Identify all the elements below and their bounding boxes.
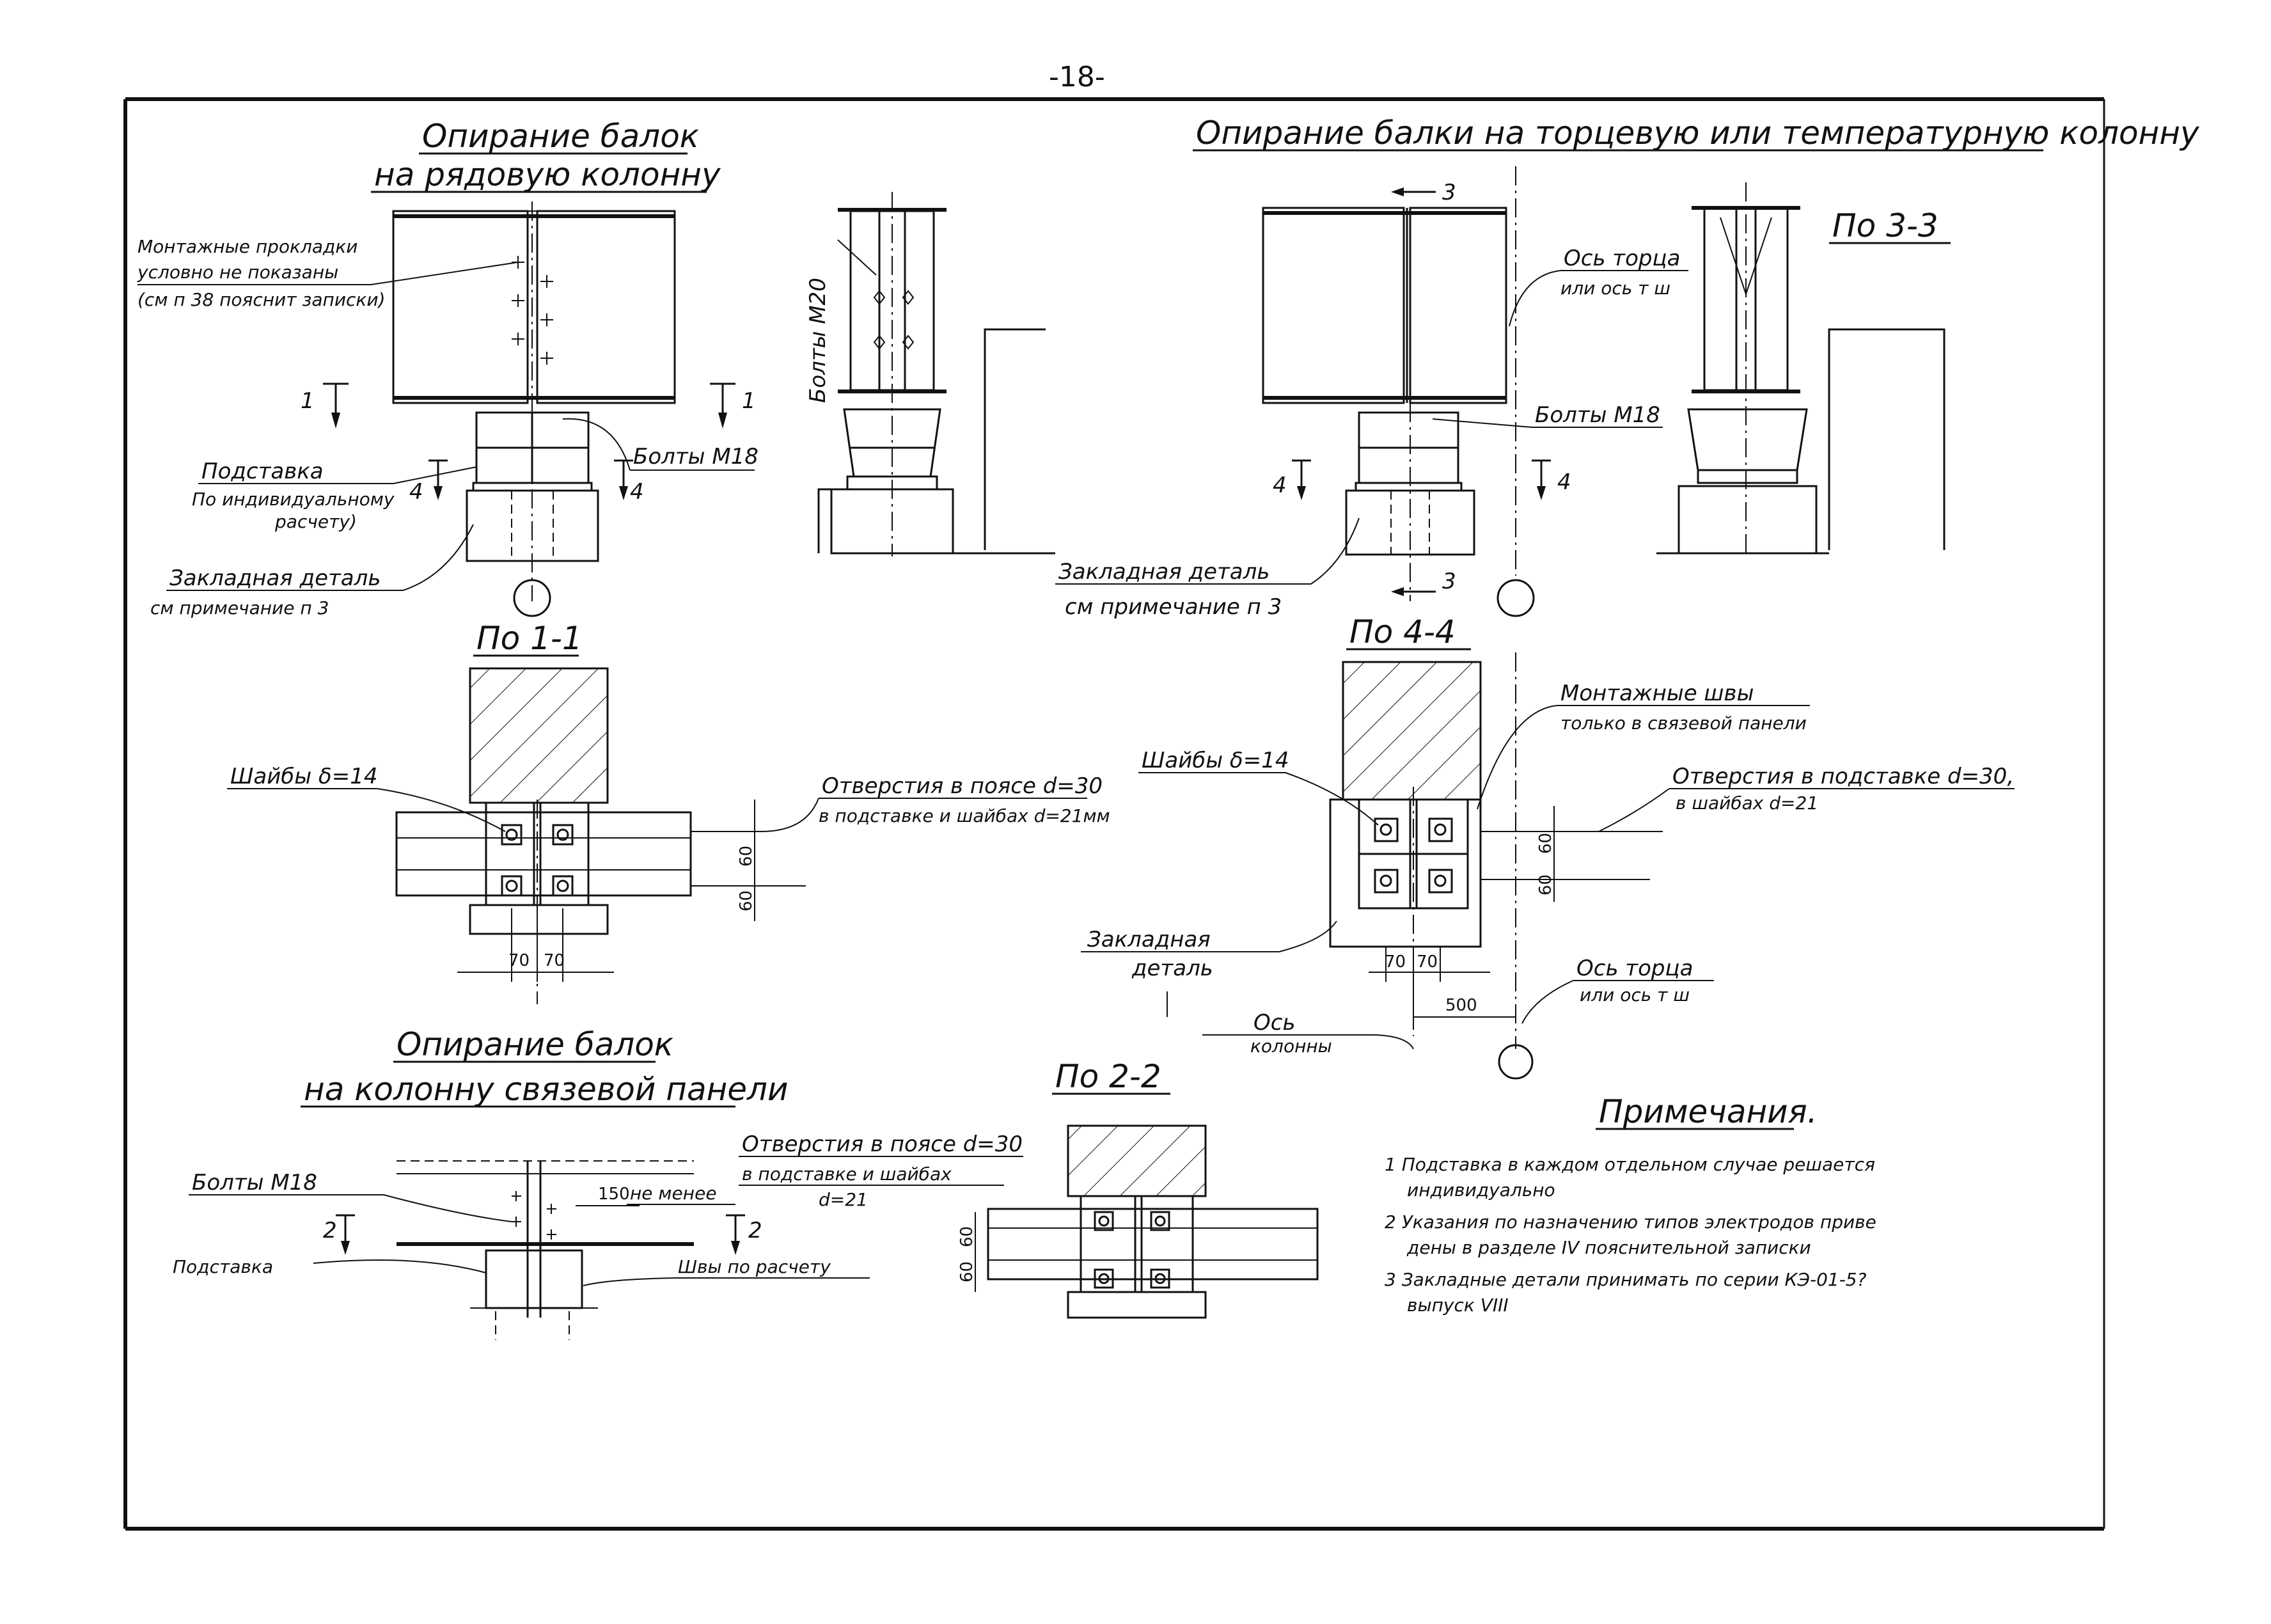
svg-text:4: 4	[409, 479, 423, 505]
section-1-1: По 1-1 70 70 60 60 Шайбы δ=14 Отверстия …	[227, 620, 1110, 1004]
svg-text:По 3-3: По 3-3	[1832, 207, 1938, 244]
svg-text:По индивидуальному: По индивидуальному	[192, 489, 395, 510]
svg-text:3 Закладные детали принимать п: 3 Закладные детали принимать по серии КЭ…	[1385, 1269, 1867, 1290]
svg-text:на рядовую колонну: на рядовую колонну	[374, 156, 721, 193]
svg-text:на колонну связевой панели: на колонну связевой панели	[304, 1071, 789, 1108]
svg-text:Отверстия в подставке d=30,: Отверстия в подставке d=30,	[1672, 764, 2014, 789]
section-4-4: По 4-4 70 70 500 60 60 Монтажные швы то	[1081, 613, 2015, 1080]
svg-text:3: 3	[1442, 180, 1456, 205]
svg-text:Монтажные швы: Монтажные швы	[1560, 681, 1754, 706]
svg-text:индивидуально: индивидуально	[1407, 1179, 1555, 1201]
svg-text:(см п 38 пояснит записки): (см п 38 пояснит записки)	[138, 289, 385, 310]
svg-text:2: 2	[748, 1218, 762, 1243]
svg-text:Болты М18: Болты М18	[1535, 402, 1660, 428]
svg-text:По 2-2: По 2-2	[1055, 1058, 1161, 1095]
svg-text:не менее: не менее	[630, 1183, 717, 1204]
svg-text:4: 4	[1557, 469, 1571, 495]
page-number: -18-	[1049, 61, 1105, 93]
svg-text:см примечание п 3: см примечание п 3	[1065, 594, 1282, 620]
svg-text:2 Указания по назначению типов: 2 Указания по назначению типов электродо…	[1385, 1211, 1876, 1233]
svg-text:4: 4	[630, 479, 644, 505]
svg-text:Подставка: Подставка	[173, 1256, 273, 1277]
svg-text:Отверстия в поясе d=30: Отверстия в поясе d=30	[822, 773, 1103, 799]
svg-text:По 4-4: По 4-4	[1349, 613, 1456, 650]
svg-text:Ось торца: Ось торца	[1564, 246, 1680, 271]
svg-text:2: 2	[323, 1218, 337, 1243]
svg-text:выпуск VIII: выпуск VIII	[1407, 1295, 1509, 1316]
row-column-side-view: Болты М20	[805, 192, 1055, 556]
heading-end-support: Опирание балки на торцевую или температу…	[1193, 114, 2200, 152]
svg-text:1 Подставка в каждом отдельном: 1 Подставка в каждом отдельном случае ре…	[1385, 1154, 1875, 1175]
svg-text:Примечания.: Примечания.	[1599, 1093, 1818, 1130]
svg-text:Подставка: Подставка	[201, 459, 324, 484]
heading-row-support: Опирание балок на рядовую колонну	[371, 118, 721, 193]
section-2-2: По 2-2 60 60	[957, 1058, 1319, 1319]
svg-text:70: 70	[1385, 952, 1406, 972]
svg-text:60: 60	[1536, 874, 1555, 895]
svg-text:Болты М20: Болты М20	[805, 278, 831, 403]
svg-text:колонны: колонны	[1250, 1036, 1332, 1057]
svg-text:условно не показаны: условно не показаны	[137, 262, 338, 283]
svg-text:150: 150	[598, 1185, 630, 1204]
svg-text:70: 70	[1417, 952, 1438, 972]
svg-text:в подставке и шайбах d=21мм: в подставке и шайбах d=21мм	[819, 805, 1110, 826]
svg-text:или ось т ш: или ось т ш	[1560, 278, 1670, 299]
svg-text:60: 60	[957, 1261, 977, 1282]
sheet-frame	[123, 97, 2105, 1531]
brace-panel-labels: Отверстия в поясе d=30 в подставке и шай…	[173, 1131, 1023, 1286]
notes-block: Примечания. 1 Подставка в каждом отдельн…	[1385, 1093, 1876, 1316]
row-column-labels: Монтажные прокладки условно не показаны …	[137, 236, 758, 619]
section-3-3: По 3-3	[1656, 182, 1951, 556]
svg-text:Швы по расчету: Швы по расчету	[678, 1256, 831, 1277]
svg-text:Болты М18: Болты М18	[633, 444, 758, 469]
svg-text:70: 70	[544, 951, 565, 970]
svg-text:Закладная: Закладная	[1087, 927, 1211, 952]
svg-text:60: 60	[1536, 833, 1555, 854]
svg-text:Ось торца: Ось торца	[1576, 956, 1693, 981]
svg-text:70: 70	[508, 951, 530, 970]
heading-brace-support: Опирание балок на колонну связевой панел…	[301, 1026, 789, 1108]
svg-text:60: 60	[957, 1226, 977, 1247]
svg-text:60: 60	[737, 846, 756, 867]
svg-text:4: 4	[1273, 473, 1287, 498]
end-column-elevation: 3 3 4 4	[1262, 166, 1571, 617]
svg-text:Закладная деталь: Закладная деталь	[169, 565, 381, 591]
brace-panel-elevation: 2 2 150	[323, 1160, 762, 1340]
end-column-labels: Ось торца или ось т ш Болты М18 Закладна…	[1055, 246, 1688, 620]
svg-text:60: 60	[737, 890, 756, 911]
svg-text:Ось: Ось	[1253, 1010, 1296, 1036]
svg-text:Болты М18: Болты М18	[192, 1170, 317, 1195]
svg-text:Отверстия в поясе d=30: Отверстия в поясе d=30	[742, 1131, 1023, 1157]
svg-text:Закладная деталь: Закладная деталь	[1058, 559, 1269, 585]
svg-text:только в связевой панели: только в связевой панели	[1560, 713, 1807, 734]
svg-text:Шайбы δ=14: Шайбы δ=14	[230, 764, 377, 789]
svg-text:в шайбах d=21: в шайбах d=21	[1676, 792, 1818, 814]
row-column-elevation: 1 1 4 4	[301, 201, 756, 617]
svg-text:деталь: деталь	[1131, 956, 1213, 981]
svg-text:расчету): расчету)	[274, 511, 357, 532]
svg-text:или ось т ш: или ось т ш	[1580, 984, 1690, 1005]
svg-text:Шайбы δ=14: Шайбы δ=14	[1142, 748, 1289, 773]
svg-text:По 1-1: По 1-1	[476, 620, 583, 657]
svg-text:Опирание балок: Опирание балок	[397, 1026, 673, 1063]
svg-text:Монтажные прокладки: Монтажные прокладки	[138, 236, 358, 257]
svg-text:см примечание п 3: см примечание п 3	[150, 597, 329, 619]
svg-text:500: 500	[1445, 996, 1477, 1015]
svg-text:в подставке и шайбах: в подставке и шайбах	[742, 1163, 952, 1185]
svg-text:3: 3	[1442, 569, 1456, 594]
svg-text:Опирание балок: Опирание балок	[422, 118, 699, 155]
svg-text:d=21: d=21	[819, 1189, 868, 1210]
svg-text:1: 1	[301, 388, 315, 414]
svg-text:1: 1	[742, 388, 756, 414]
svg-text:дены в разделе IV пояснительно: дены в разделе IV пояснительной записки	[1406, 1237, 1811, 1258]
svg-text:Опирание балки на торцевую или: Опирание балки на торцевую или температу…	[1196, 114, 2200, 152]
